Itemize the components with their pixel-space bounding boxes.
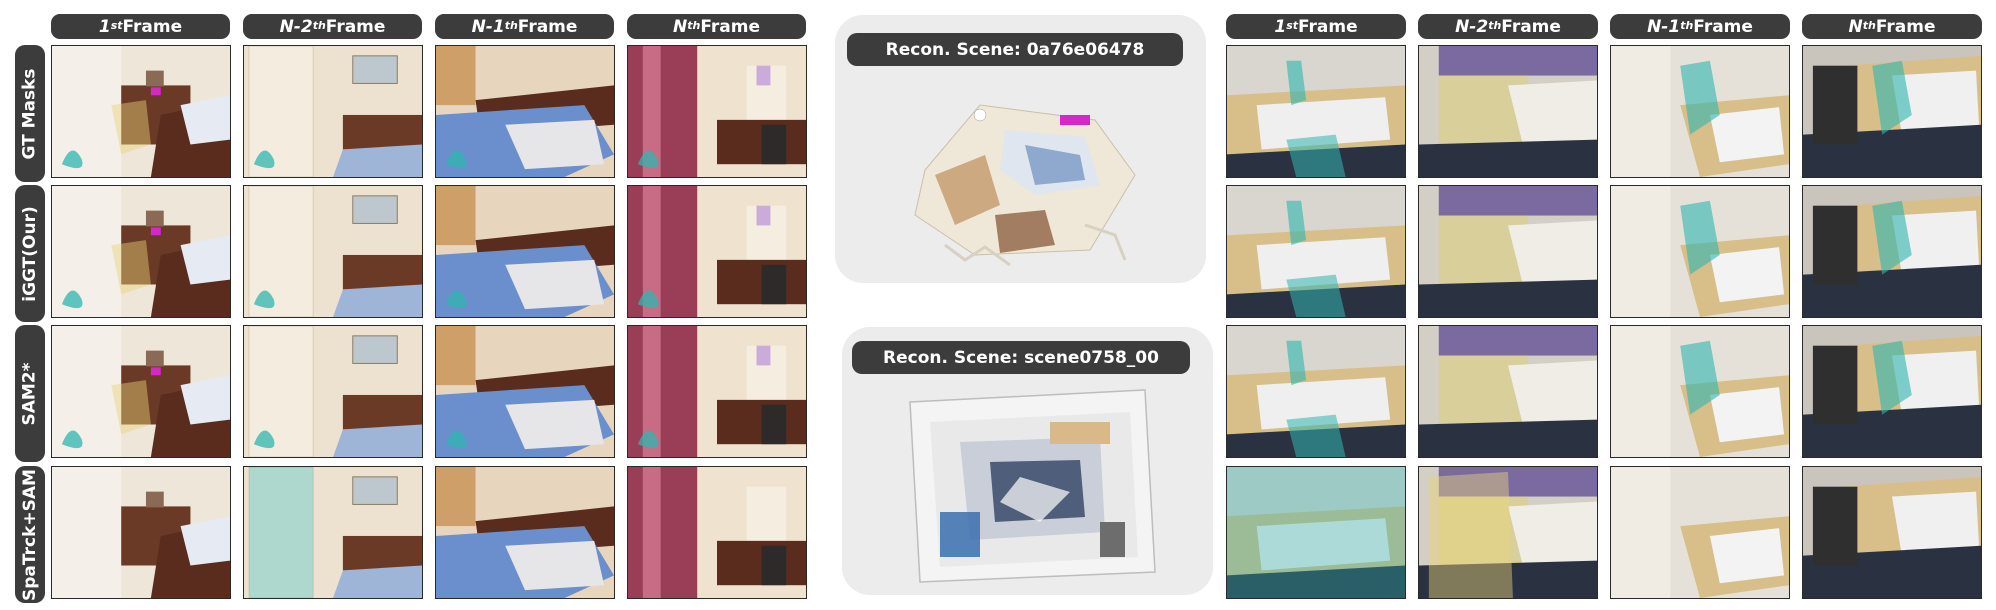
office-frame-image xyxy=(1803,46,1981,177)
office-point-cloud-image xyxy=(909,389,1156,583)
row-label-spatrck-sam: SpaTrck+SAM xyxy=(15,466,45,603)
office-frame-thumbnail xyxy=(1418,325,1598,458)
bedroom-frame-image xyxy=(52,186,230,317)
bedroom-frame-thumbnail xyxy=(51,45,231,178)
office-frame-image xyxy=(1227,186,1405,317)
office-frame-thumbnail xyxy=(1418,466,1598,599)
bedroom-frame-thumbnail xyxy=(243,45,423,178)
recon-scene-title: Recon. Scene: 0a76e06478 xyxy=(847,33,1183,66)
bedroom-frame-thumbnail xyxy=(435,45,615,178)
bedroom-frame-thumbnail xyxy=(435,466,615,599)
office-frame-thumbnail xyxy=(1610,45,1790,178)
office-frame-image xyxy=(1611,46,1789,177)
bedroom-frame-image xyxy=(244,326,422,457)
bedroom-frame-image xyxy=(244,46,422,177)
recon-panel-office: Recon. Scene: scene0758_00 xyxy=(842,327,1213,595)
bedroom-frame-image xyxy=(52,46,230,177)
bedroom-frame-thumbnail xyxy=(243,185,423,318)
bedroom-frame-image xyxy=(52,326,230,457)
row-label-gt-masks: GT Masks xyxy=(15,45,45,182)
bedroom-frame-image xyxy=(436,46,614,177)
office-frame-image xyxy=(1611,186,1789,317)
office-frame-image xyxy=(1419,467,1597,598)
office-frame-image xyxy=(1227,46,1405,177)
office-frame-image xyxy=(1419,326,1597,457)
bedroom-frame-image xyxy=(628,326,806,457)
bedroom-frame-image xyxy=(436,467,614,598)
office-frame-image xyxy=(1803,467,1981,598)
bedroom-frame-thumbnail xyxy=(51,466,231,599)
bedroom-frame-thumbnail xyxy=(243,466,423,599)
row-label-sam2: SAM2* xyxy=(15,325,45,462)
bedroom-frame-image xyxy=(244,186,422,317)
office-frame-thumbnail xyxy=(1610,325,1790,458)
office-frame-thumbnail xyxy=(1226,466,1406,599)
office-frame-thumbnail xyxy=(1610,185,1790,318)
row-label-iggt-ours: iGGT(Our) xyxy=(15,185,45,322)
office-frame-thumbnail xyxy=(1802,185,1982,318)
bedroom-frame-image xyxy=(628,186,806,317)
bedroom-frame-thumbnail xyxy=(627,45,807,178)
bedroom-frame-thumbnail xyxy=(627,185,807,318)
bedroom-frame-image xyxy=(628,467,806,598)
bedroom-frame-thumbnail xyxy=(51,325,231,458)
office-frame-thumbnail xyxy=(1418,45,1598,178)
office-frame-image xyxy=(1419,186,1597,317)
office-frame-image xyxy=(1611,326,1789,457)
bedroom-frame-image xyxy=(436,186,614,317)
bedroom-frame-thumbnail xyxy=(627,325,807,458)
office-frame-image xyxy=(1803,326,1981,457)
bedroom-frame-image xyxy=(436,326,614,457)
recon-scene-title: Recon. Scene: scene0758_00 xyxy=(852,341,1190,374)
office-frame-image xyxy=(1227,467,1405,598)
bedroom-frame-image xyxy=(628,46,806,177)
bedroom-frame-thumbnail xyxy=(435,185,615,318)
bedroom-frame-thumbnail xyxy=(51,185,231,318)
office-frame-image xyxy=(1419,46,1597,177)
office-frame-thumbnail xyxy=(1802,466,1982,599)
office-frame-image xyxy=(1227,326,1405,457)
bedroom-frame-thumbnail xyxy=(435,325,615,458)
recon-panel-bedroom: Recon. Scene: 0a76e06478 xyxy=(835,15,1206,283)
bedroom-frame-image xyxy=(52,467,230,598)
office-frame-thumbnail xyxy=(1226,325,1406,458)
bedroom-frame-thumbnail xyxy=(243,325,423,458)
office-frame-thumbnail xyxy=(1226,45,1406,178)
office-frame-image xyxy=(1803,186,1981,317)
office-frame-thumbnail xyxy=(1610,466,1790,599)
bedroom-frame-image xyxy=(244,467,422,598)
office-frame-thumbnail xyxy=(1418,185,1598,318)
office-frame-thumbnail xyxy=(1802,45,1982,178)
office-frame-thumbnail xyxy=(1226,185,1406,318)
office-frame-image xyxy=(1611,467,1789,598)
office-frame-thumbnail xyxy=(1802,325,1982,458)
bedroom-point-cloud-image xyxy=(914,104,1136,267)
bedroom-frame-thumbnail xyxy=(627,466,807,599)
